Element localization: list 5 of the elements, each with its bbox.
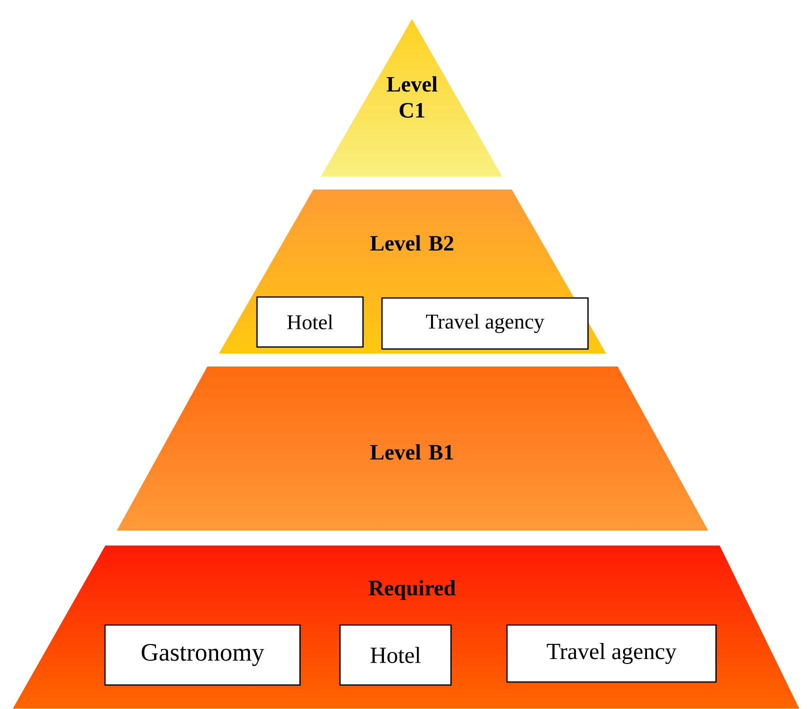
label-box: Hotel — [339, 624, 452, 686]
label-box: Travel agency — [506, 624, 717, 683]
label-box: Hotel — [256, 296, 364, 348]
label-box: Travel agency — [381, 297, 589, 350]
label-box: Gastronomy — [104, 624, 301, 686]
